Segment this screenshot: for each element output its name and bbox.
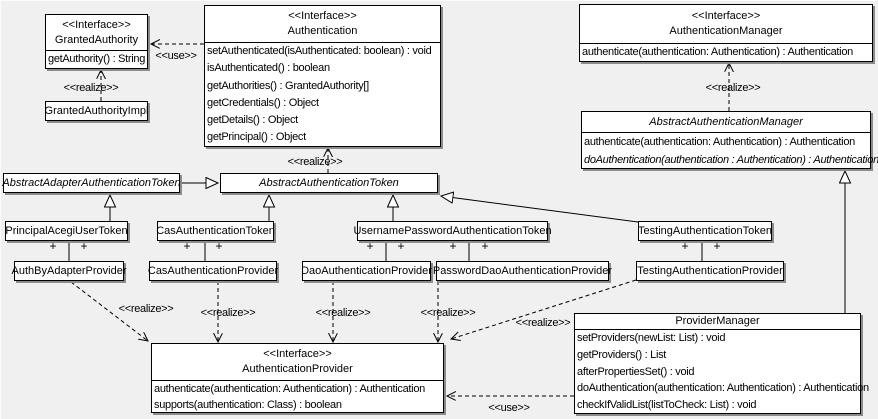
class-name: Authentication (287, 25, 358, 37)
realize-label-authentication-manager: <<realize>> (705, 82, 761, 94)
class-name: GrantedAuthorityImpl (44, 104, 149, 117)
multiplicity-plus: + (713, 239, 721, 253)
method-label: doAuthentication(authentication : Authen… (584, 154, 878, 166)
class-granted-authority: <<Interface>> GrantedAuthority getAuthor… (45, 14, 148, 69)
realize-label-granted-authority: <<realize>> (63, 82, 119, 94)
class-cas-authentication-token: CasAuthenticationToken (156, 221, 275, 241)
realize-label-authentication: <<realize>> (287, 156, 343, 168)
method-label: authenticate(authentication: Authenticat… (582, 46, 853, 58)
class-auth-by-adapter-provider: AuthByAdapterProvider (11, 261, 127, 281)
class-name: DaoAuthenticationProvider (301, 264, 432, 277)
multiplicity-plus: + (397, 239, 405, 253)
method-label: setAuthenticated(isAuthenticated: boolea… (207, 45, 432, 57)
realize-label-cas-provider: <<realize>> (200, 307, 256, 319)
class-name: PasswordDaoAuthenticationProvider (432, 264, 613, 277)
method-label: checkIfValidList(listToCheck: List) : vo… (577, 399, 757, 412)
class-name: TestingAuthenticationToken (638, 224, 772, 237)
class-name: AuthByAdapterProvider (11, 264, 127, 277)
class-principal-acegi-user-token: PrincipalAcegiUserToken (5, 221, 128, 241)
realize-label-dao-provider: <<realize>> (315, 307, 371, 319)
class-testing-authentication-provider: TestingAuthenticationProvider (636, 261, 784, 281)
class-name: AuthenticationManager (669, 25, 783, 37)
method-label: getDetails() : Object (207, 114, 298, 127)
multiplicity-plus: + (366, 239, 374, 253)
realize-label-passworddao-provider: <<realize>> (420, 307, 476, 319)
class-abstract-authentication-token: AbstractAuthenticationToken (220, 173, 438, 193)
method-label: isAuthenticated() : boolean (207, 62, 330, 75)
method-label: supports(authentication: Class) : boolea… (154, 399, 342, 411)
multiplicity-plus: + (183, 239, 191, 253)
use-label-granted-authority: <<use>> (155, 50, 197, 62)
multiplicity-plus: + (481, 239, 489, 253)
class-username-password-authentication-token: UsernamePasswordAuthenticationToken (353, 221, 552, 241)
class-authentication-provider: <<Interface>> AuthenticationProvider aut… (151, 343, 444, 413)
class-name: AbstractAdapterAuthenticationToken (2, 176, 181, 189)
class-abstract-authentication-manager: AbstractAuthenticationManager authentica… (581, 111, 878, 169)
class-name: GrantedAuthority (54, 33, 139, 46)
class-name: AbstractAuthenticationManager (649, 115, 803, 128)
multiplicity-plus: + (681, 239, 689, 253)
class-granted-authority-impl: GrantedAuthorityImpl (45, 101, 148, 121)
class-name: UsernamePasswordAuthenticationToken (353, 224, 552, 237)
multiplicity-plus: + (449, 239, 457, 253)
class-password-dao-authentication-provider: PasswordDaoAuthenticationProvider (432, 261, 613, 281)
class-name: CasAuthenticationToken (156, 224, 275, 237)
class-abstract-adapter-authentication-token: AbstractAdapterAuthenticationToken (2, 173, 181, 193)
method-label: getAuthorities() : GrantedAuthority[] (207, 79, 369, 92)
method-label: getProviders() : List (577, 348, 667, 361)
multiplicity-plus: + (215, 239, 223, 253)
class-name: AuthenticationProvider (242, 363, 353, 375)
generalization-testing-token-to-abstract-token (441, 196, 639, 223)
method-label: authenticate(authentication: Authenticat… (154, 383, 425, 395)
realize-authbyadapter-to-authentication-provider (70, 281, 148, 341)
class-provider-manager: ProviderManager setProviders(newList: Li… (574, 313, 869, 414)
class-authentication-manager: <<Interface>> AuthenticationManager auth… (579, 4, 873, 62)
method-label: afterPropertiesSet() : void (577, 365, 695, 378)
class-dao-authentication-provider: DaoAuthenticationProvider (301, 261, 432, 281)
stereotype-label: <<Interface>> (288, 10, 357, 22)
use-label-provider-manager: <<use>> (488, 402, 530, 414)
class-testing-authentication-token: TestingAuthenticationToken (638, 221, 772, 241)
multiplicity-plus: + (49, 239, 57, 253)
stereotype-label: <<Interface>> (263, 348, 332, 360)
class-name: CasAuthenticationProvider (147, 264, 279, 277)
class-cas-authentication-provider: CasAuthenticationProvider (147, 261, 279, 281)
method-label: getAuthority() : String (48, 53, 146, 65)
class-name: AbstractAuthenticationToken (259, 176, 399, 189)
method-label: doAuthentication(authentication: Authent… (577, 382, 869, 395)
method-label: getCredentials() : Object (207, 96, 319, 109)
realize-testing-provider-to-authentication-provider (451, 279, 637, 339)
class-name: TestingAuthenticationProvider (637, 264, 783, 277)
class-name: ProviderManager (675, 315, 760, 327)
stereotype-label: <<Interface>> (691, 10, 761, 22)
class-name: PrincipalAcegiUserToken (5, 224, 128, 237)
class-authentication: <<Interface>> Authentication setAuthenti… (204, 5, 441, 147)
realize-label-testing-provider: <<realize>> (515, 317, 571, 329)
method-label: authenticate(authentication: Authenticat… (584, 136, 855, 148)
stereotype-label: <<Interface>> (62, 18, 131, 31)
method-label: getPrincipal() : Object (207, 131, 306, 144)
multiplicity-plus: + (80, 239, 88, 253)
method-label: setProviders(newList: List) : void (577, 332, 726, 344)
realize-label-authbyadapter: <<realize>> (118, 303, 174, 315)
